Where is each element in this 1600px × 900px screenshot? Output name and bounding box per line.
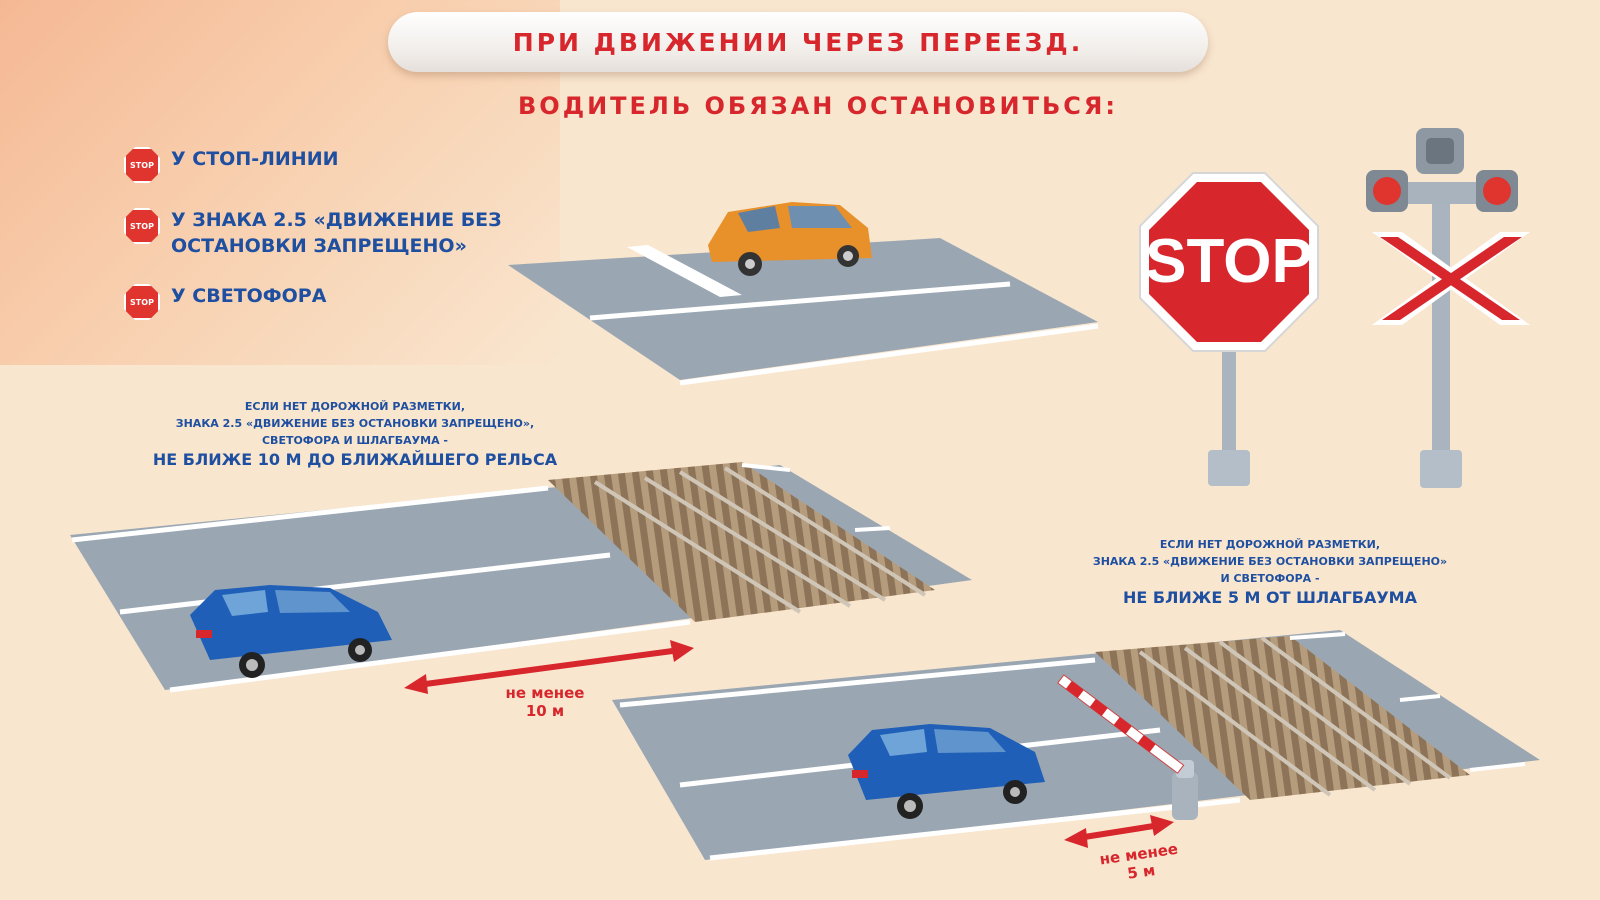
rail <box>723 466 927 597</box>
road-5m-scene <box>612 630 1540 861</box>
note-emphasis: НЕ БЛИЖЕ 5 М ОТ ШЛАГБАУМА <box>1123 588 1417 607</box>
page-title: ПРИ ДВИЖЕНИИ ЧЕРЕЗ ПЕРЕЕЗД. <box>512 27 1084 57</box>
rail <box>593 480 802 614</box>
railway-crossing <box>548 462 935 622</box>
note-line: ЕСЛИ НЕТ ДОРОЖНОЙ РАЗМЕТКИ, <box>244 400 466 413</box>
stop-sign-icon: STOP <box>124 208 160 244</box>
rule-text: У СТОП-ЛИНИИ <box>171 148 339 170</box>
stop-sign-text: STOP <box>1145 227 1313 296</box>
note-line: И СВЕТОФОРА - <box>1220 572 1320 585</box>
distance-line: не менее <box>505 684 585 702</box>
note-line: СВЕТОФОРА И ШЛАГБАУМА - <box>261 434 448 447</box>
road-edge-line <box>71 485 549 543</box>
rail <box>1260 636 1452 780</box>
rail <box>643 476 852 608</box>
note-line: ЗНАКА 2.5 «ДВИЖЕНИЕ БЕЗ ОСТАНОВКИ ЗАПРЕЩ… <box>1092 555 1448 568</box>
rule-text: У СВЕТОФОРА <box>171 285 327 307</box>
lane-divider <box>1399 694 1441 702</box>
title-banner: ПРИ ДВИЖЕНИИ ЧЕРЕЗ ПЕРЕЕЗД. <box>388 12 1208 72</box>
stop-sign: STOP <box>1139 172 1319 486</box>
stop-sign-icon: STOP <box>124 147 160 183</box>
rule-item: STOP У СВЕТОФОРА <box>124 283 531 320</box>
distance-arrow-10m <box>404 640 694 694</box>
note-emphasis: НЕ БЛИЖЕ 10 М ДО БЛИЖАЙШЕГО РЕЛЬСА <box>152 450 558 469</box>
road-edge-line <box>741 463 791 472</box>
rail <box>1138 650 1332 797</box>
lane-divider <box>854 526 891 532</box>
blue-car-5m <box>848 724 1045 819</box>
road-edge-line <box>1469 762 1526 772</box>
road-edge-line <box>679 323 1099 386</box>
rule-item: STOP У СТОП-ЛИНИИ <box>124 146 531 183</box>
note-5m: ЕСЛИ НЕТ ДОРОЖНОЙ РАЗМЕТКИ, ЗНАКА 2.5 «Д… <box>1045 536 1495 609</box>
road-surface <box>508 238 1098 380</box>
x-crossing-sign <box>1372 232 1530 325</box>
rail <box>1183 646 1377 792</box>
road-edge-line <box>619 657 1096 708</box>
signal-light-right <box>1483 177 1511 205</box>
road-edge-line <box>1289 632 1346 640</box>
distance-label-10m: не менее 10 м <box>490 684 600 720</box>
blue-car-10m <box>190 585 392 678</box>
note-line: ЗНАКА 2.5 «ДВИЖЕНИЕ БЕЗ ОСТАНОВКИ ЗАПРЕЩ… <box>175 417 535 430</box>
road-stop-line-scene <box>508 202 1099 386</box>
road-10m-scene <box>70 462 972 694</box>
stop-rules-list: STOP У СТОП-ЛИНИИ STOP У ЗНАКА 2.5 «ДВИЖ… <box>124 146 531 344</box>
distance-arrow-5m <box>1064 815 1174 848</box>
road-edge-line <box>169 619 691 693</box>
road-edge-line <box>709 797 1241 861</box>
rail <box>1218 640 1412 786</box>
note-10m: ЕСЛИ НЕТ ДОРОЖНОЙ РАЗМЕТКИ, ЗНАКА 2.5 «Д… <box>120 398 590 471</box>
lane-divider <box>119 552 611 615</box>
note-line: ЕСЛИ НЕТ ДОРОЖНОЙ РАЗМЕТКИ, <box>1159 538 1381 551</box>
orange-car <box>708 202 872 276</box>
rail <box>678 470 887 602</box>
lane-divider <box>589 281 1011 321</box>
stop-line-marking <box>627 245 742 297</box>
rule-text: У ЗНАКА 2.5 «ДВИЖЕНИЕ БЕЗ ОСТАНОВКИ ЗАПР… <box>171 209 502 257</box>
stop-sign-icon: STOP <box>124 284 160 320</box>
distance-value: 10 м <box>525 702 565 720</box>
barrier-gate <box>1057 674 1198 820</box>
railway-signal <box>1366 128 1530 488</box>
page-subtitle: ВОДИТЕЛЬ ОБЯЗАН ОСТАНОВИТЬСЯ: <box>518 92 1118 120</box>
rule-item: STOP У ЗНАКА 2.5 «ДВИЖЕНИЕ БЕЗ ОСТАНОВКИ… <box>124 207 531 259</box>
signal-light-left <box>1373 177 1401 205</box>
